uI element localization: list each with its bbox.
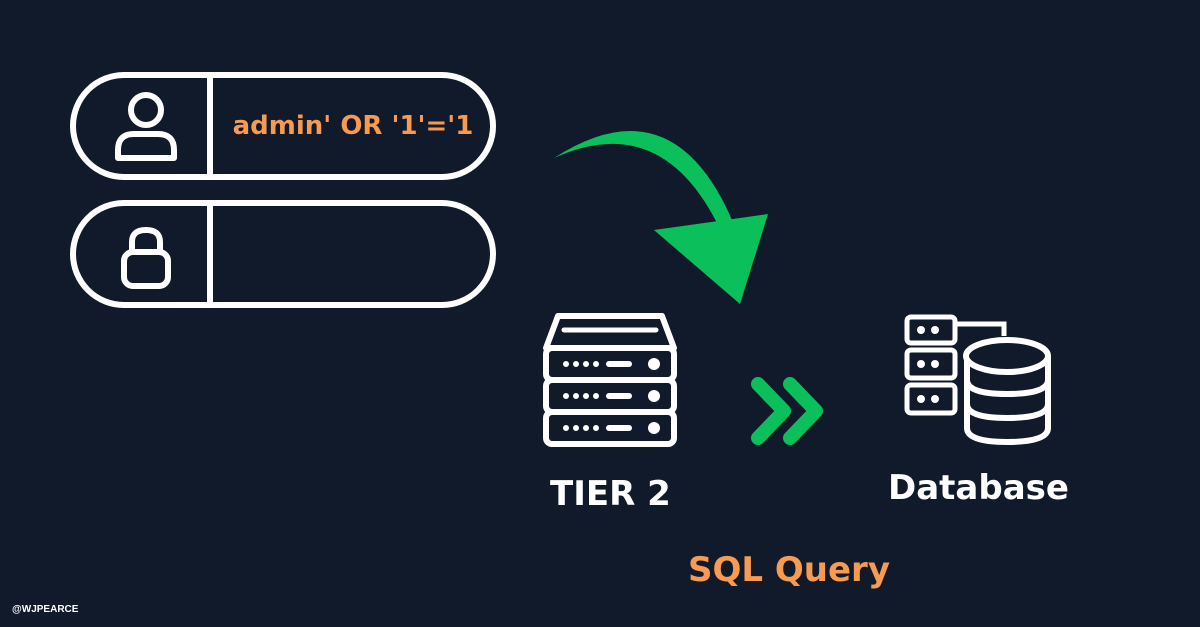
double-chevron-right-icon <box>750 376 830 450</box>
database-icon <box>900 312 1060 456</box>
server-label: TIER 2 <box>550 474 671 514</box>
author-credit: @WJPEARCE <box>12 604 79 615</box>
field-divider <box>207 206 213 302</box>
username-field[interactable]: admin' OR '1'='1 <box>70 72 496 180</box>
password-field[interactable] <box>70 200 496 308</box>
lock-icon <box>110 218 182 290</box>
field-divider <box>207 78 213 174</box>
sql-query-label: SQL Query <box>688 550 890 590</box>
username-input[interactable]: admin' OR '1'='1 <box>232 111 474 141</box>
password-input[interactable] <box>228 206 478 302</box>
user-icon <box>110 90 182 162</box>
curved-arrow-icon <box>540 130 790 314</box>
server-icon <box>540 312 680 452</box>
database-label: Database <box>888 468 1069 508</box>
